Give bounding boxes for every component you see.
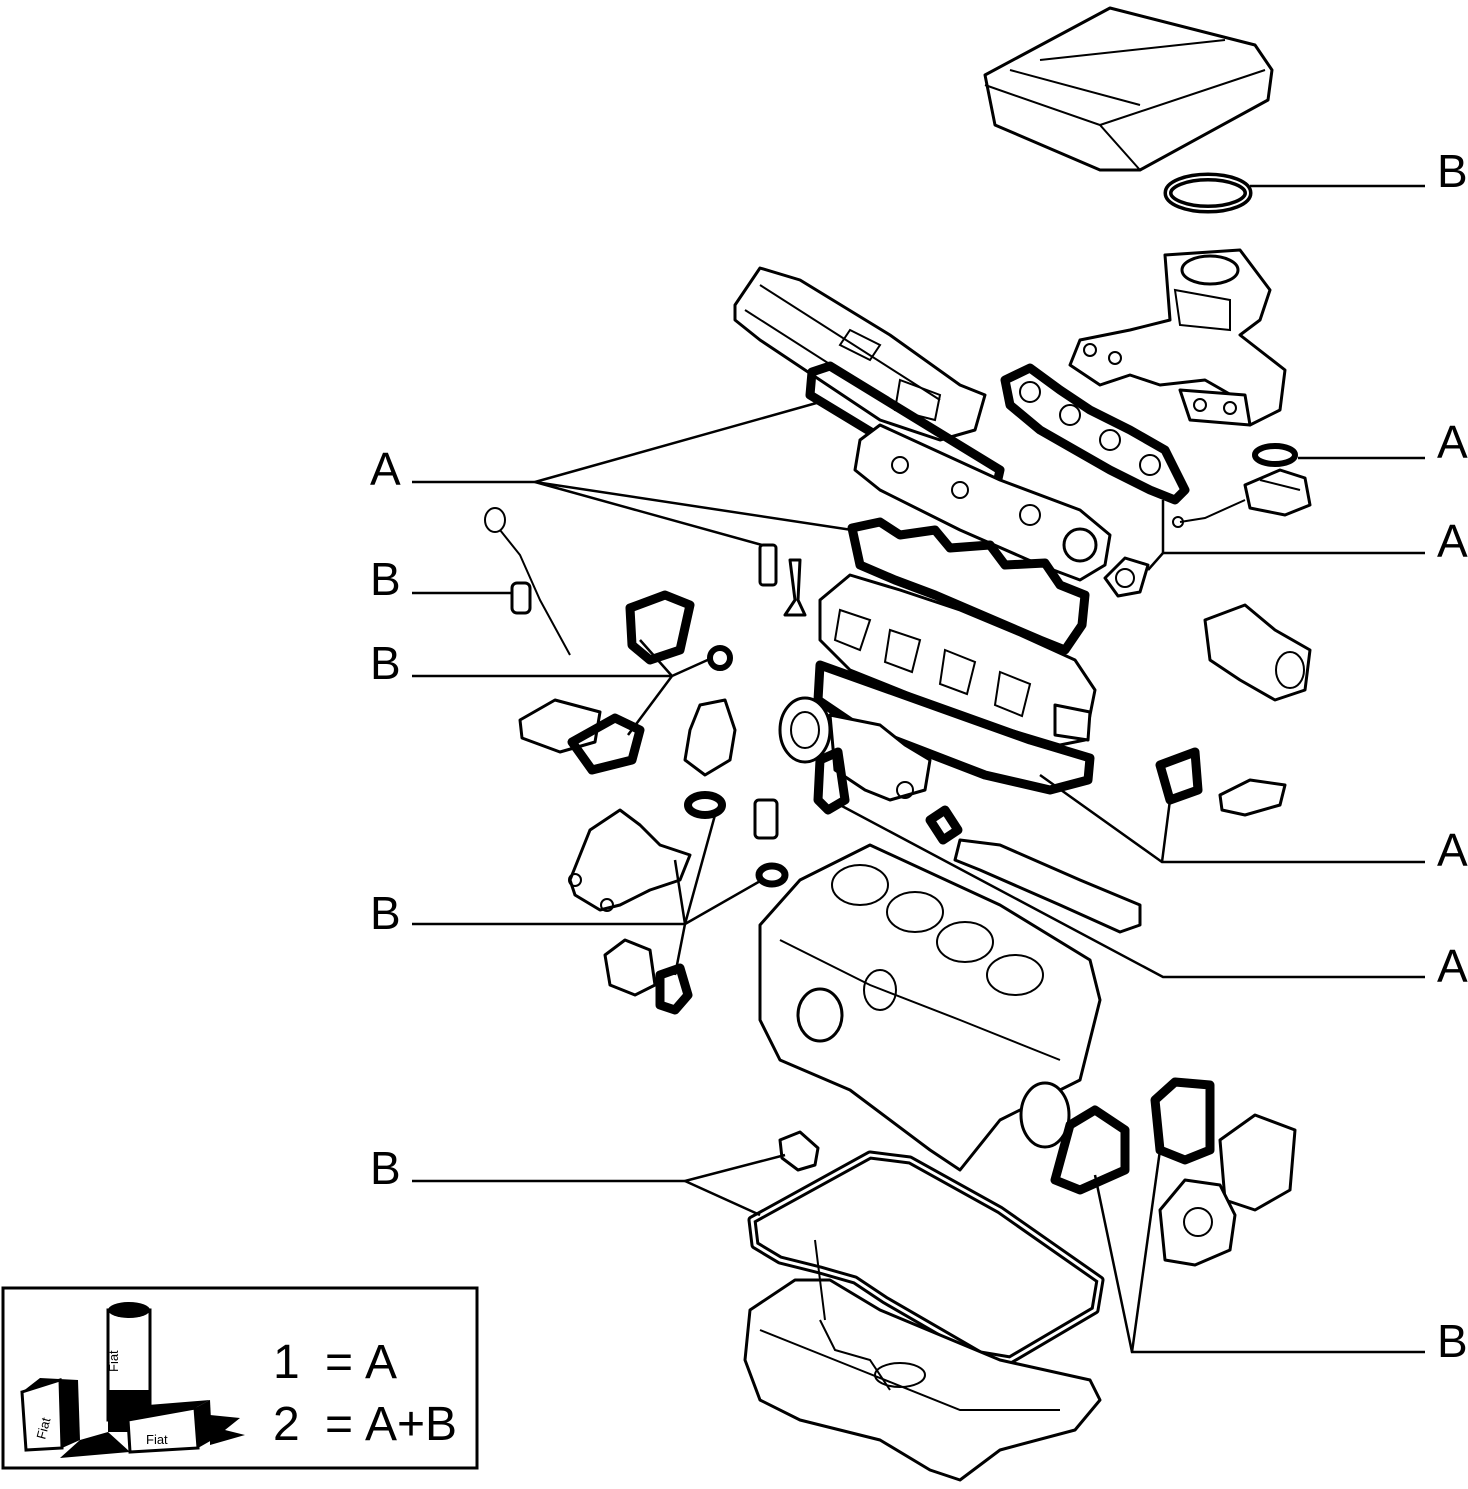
callout-b-sump-group: B	[370, 1142, 401, 1194]
dipstick	[484, 507, 571, 656]
callout-b-rear-seals: B	[1437, 1315, 1468, 1367]
oil-pressure-sender	[753, 798, 779, 840]
callout-a-head-cover-group: A	[370, 443, 401, 495]
camshaft-housing	[853, 423, 1112, 582]
water-pump	[778, 696, 932, 802]
rear-cover-gasket	[1150, 1077, 1215, 1165]
callout-b-oil-seals: B	[370, 887, 401, 939]
dipstick-plug	[510, 581, 532, 615]
timing-cover-bracket	[568, 808, 692, 912]
thermostat-body	[1203, 603, 1312, 702]
oil-sump	[743, 1239, 1102, 1482]
callout-b-filter-seal: B	[1437, 145, 1468, 197]
rear-main-seal-carrier	[1050, 1105, 1130, 1195]
oil-pickup-gasket	[778, 1130, 820, 1172]
gasket-kit-icon: Fiat Fiat Fiat	[20, 1302, 245, 1458]
front-oil-seal	[684, 791, 726, 819]
thermostat-housing	[1172, 443, 1312, 528]
leader-lines	[412, 184, 1425, 1354]
temperature-sensor	[1218, 778, 1287, 817]
intake-manifold	[1068, 248, 1287, 427]
cylinder-head-top-gasket	[847, 517, 1090, 655]
thermostat-gasket	[1155, 747, 1203, 805]
air-filter-housing	[983, 6, 1274, 172]
kit-brand-label-small: Fiat	[33, 1416, 53, 1441]
legend-line2-val: A+B	[365, 1398, 457, 1451]
side-cover-gasket	[625, 590, 733, 671]
oil-filter-mount	[683, 698, 737, 777]
kit-legend: Fiat Fiat Fiat 1 = A 2 = A+B	[1, 1286, 479, 1470]
legend-line1-val: A	[365, 1336, 397, 1389]
callout-a-water-pipe-gasket: A	[1437, 940, 1468, 992]
water-pipe	[925, 805, 1142, 934]
rear-cover-plate	[1218, 1113, 1297, 1212]
water-pump-gasket	[813, 747, 850, 815]
legend-line2-key: 2	[273, 1398, 300, 1451]
legend-line1-key: 1	[273, 1336, 300, 1389]
exhaust-manifold-gasket	[1000, 363, 1190, 505]
callout-b-cover-gaskets: B	[370, 637, 401, 689]
legend-frame	[1, 1286, 479, 1470]
side-cover-lower-gasket	[567, 713, 645, 775]
legend-line2-eq: =	[325, 1398, 353, 1451]
rear-seal-housing	[1158, 1178, 1237, 1267]
engine-block	[758, 843, 1102, 1172]
oil-pump-cover	[603, 938, 657, 997]
kit-brand-label-box: Fiat	[146, 1432, 168, 1447]
filter-seal-ring	[1163, 172, 1253, 214]
oil-pump-seal	[755, 862, 789, 888]
callout-a-manifold-gaskets: A	[1437, 515, 1468, 567]
callout-b-dipstick-plug: B	[370, 553, 401, 605]
callout-a-head-gasket-group: A	[1437, 824, 1468, 876]
camshaft-seal	[1103, 556, 1150, 598]
side-cover-plate	[518, 698, 602, 754]
valve	[758, 543, 807, 617]
kit-brand-label: Fiat	[106, 1350, 121, 1372]
legend-line1-eq: =	[325, 1336, 353, 1389]
cylinder-head	[818, 573, 1097, 747]
callout-a-exhaust-ring: A	[1437, 416, 1468, 468]
